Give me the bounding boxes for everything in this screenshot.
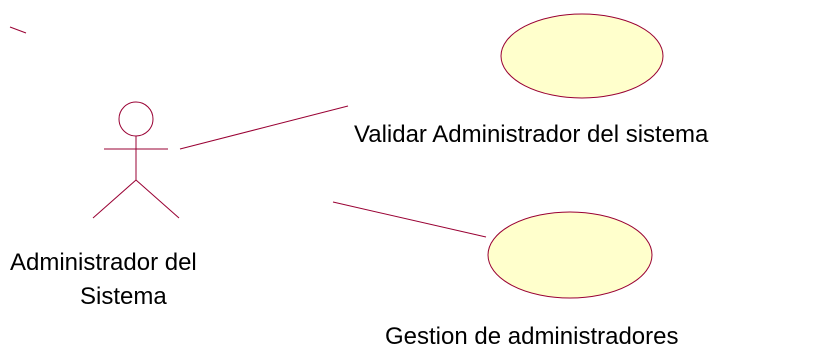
actor-right-leg — [135, 179, 180, 219]
actor-label-line1: Administrador del — [10, 249, 197, 276]
use-case-validar-ellipse[interactable] — [500, 13, 664, 99]
actor-head — [118, 101, 154, 137]
association-validar[interactable] — [179, 105, 349, 150]
actor-left-leg — [92, 179, 137, 219]
use-case-validar-label: Validar Administrador del sistema — [354, 121, 709, 148]
actor-figure[interactable] — [92, 101, 180, 219]
use-case-gestion-label: Gestion de administradores — [385, 323, 679, 350]
use-case-gestion-ellipse[interactable] — [487, 211, 653, 299]
stray-line-fragment — [9, 26, 27, 34]
association-gestion[interactable] — [332, 201, 487, 238]
actor-label-line2: Sistema — [80, 283, 167, 310]
